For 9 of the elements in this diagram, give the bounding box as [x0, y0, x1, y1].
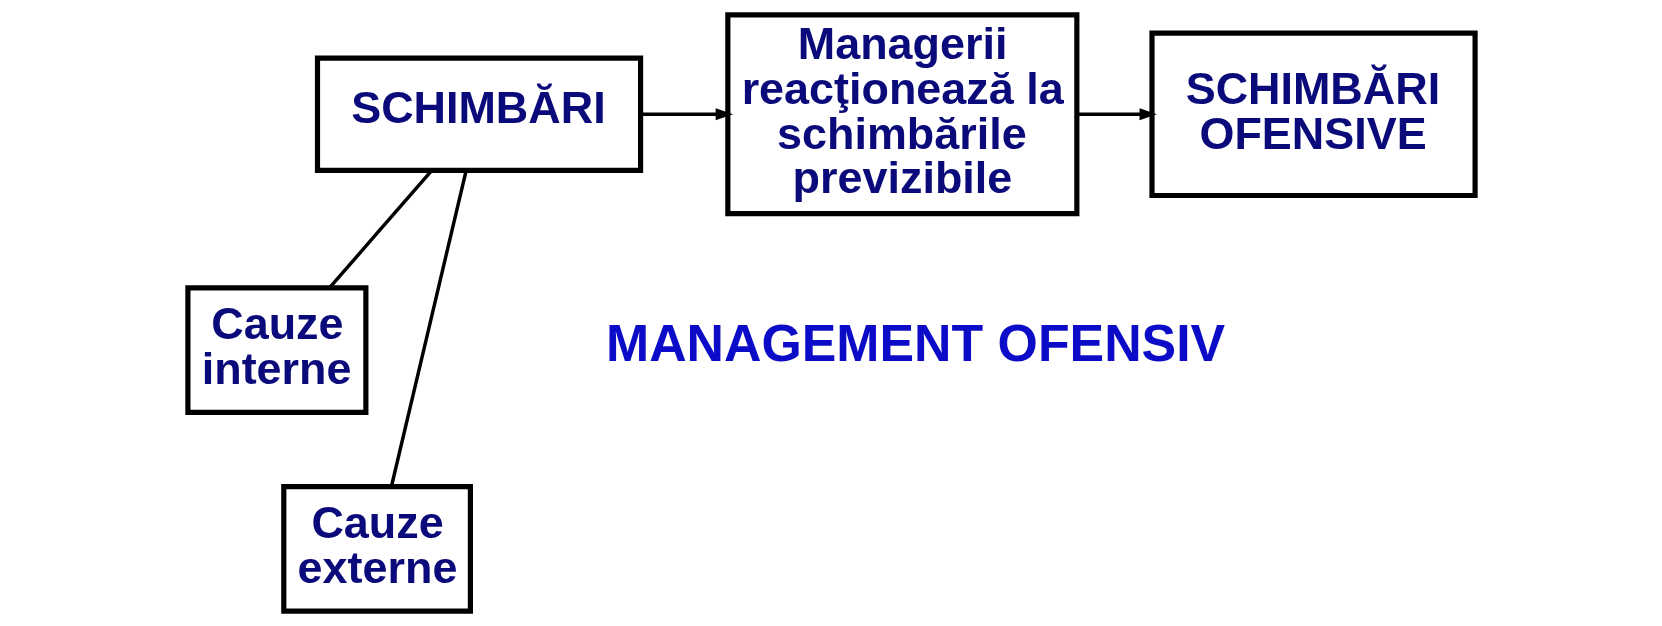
node-box: Cauze externe — [280, 484, 473, 614]
node-box: Cauze interne — [184, 285, 368, 415]
node-box: SCHIMBĂRI — [314, 55, 643, 174]
connector — [389, 170, 468, 487]
arrow — [1076, 108, 1157, 121]
node-box: Managerii reacţionează la schimbările previzibile — [724, 12, 1079, 217]
arrow — [640, 108, 733, 121]
label: MANAGEMENT OFENSIV — [605, 314, 1225, 373]
node-box: SCHIMBĂRI OFENSIVE — [1148, 30, 1478, 199]
